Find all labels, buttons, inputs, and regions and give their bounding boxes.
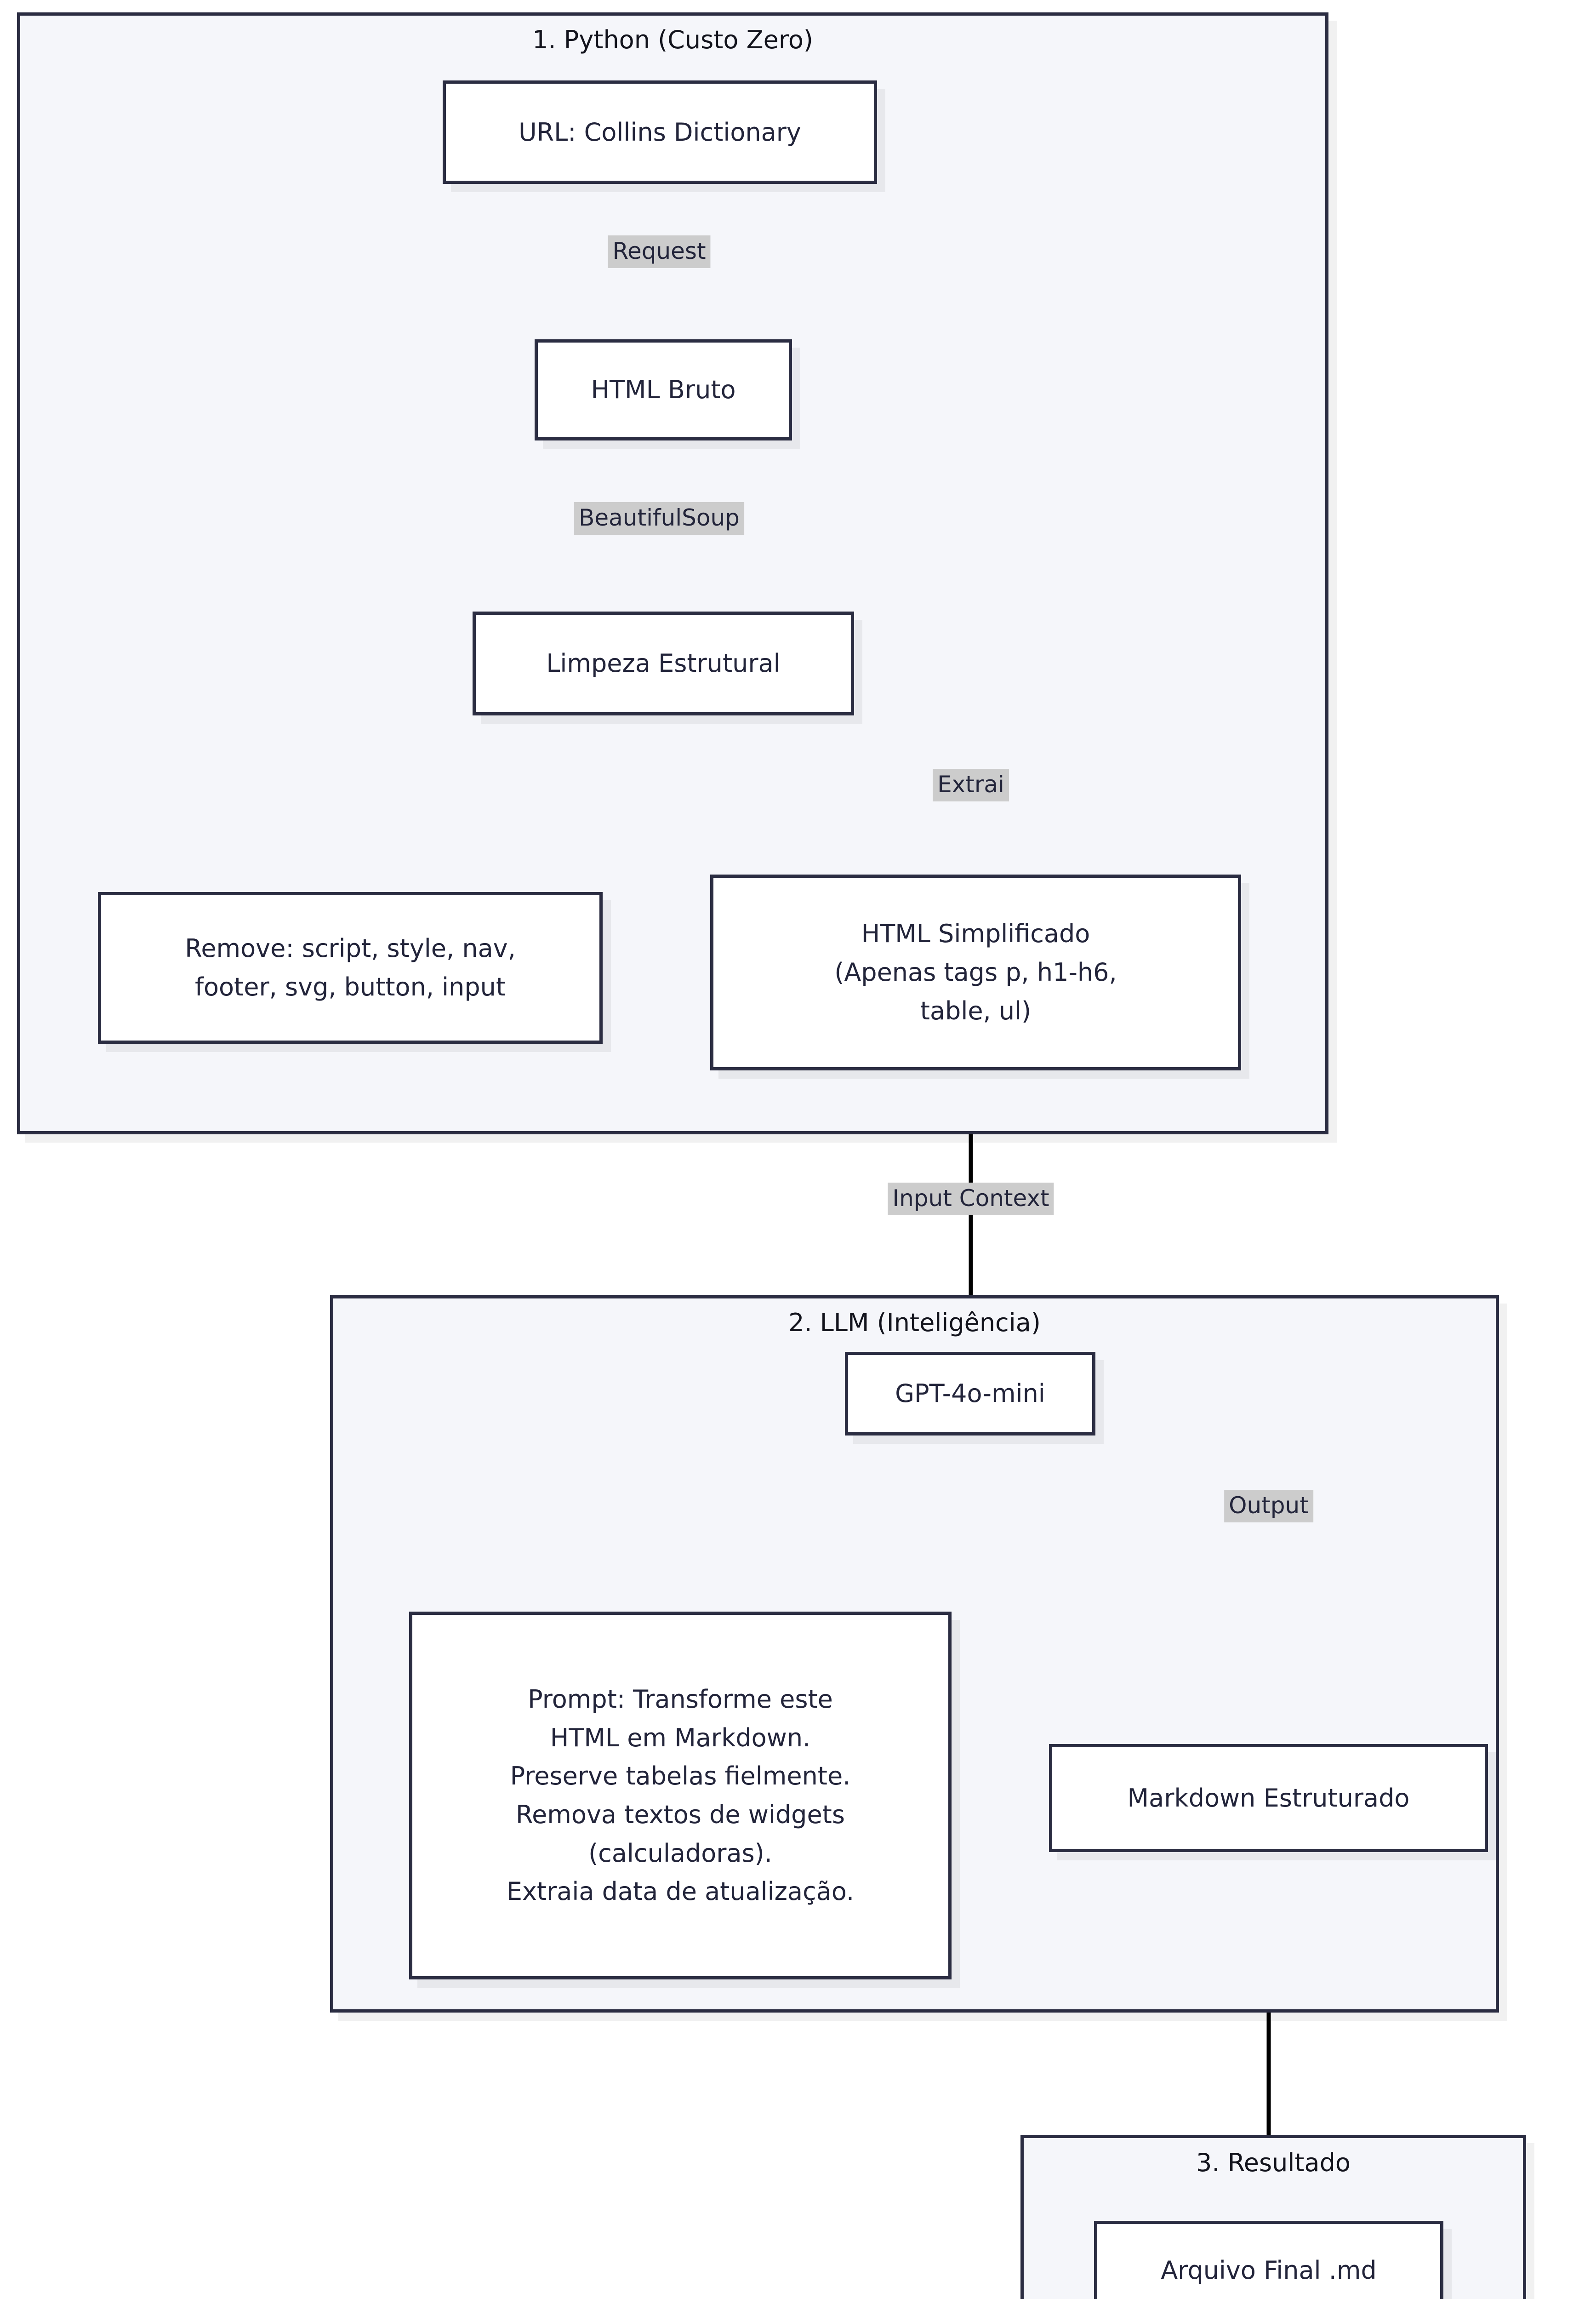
edge-label-beautifulsoup: BeautifulSoup — [574, 502, 744, 535]
node-prompt-line-0: Prompt: Transforme este — [528, 1684, 833, 1714]
node-arquivo-line-0: Arquivo Final .md — [1161, 2255, 1377, 2285]
node-prompt-line-4: (calculadoras). — [588, 1838, 772, 1868]
cluster-python-title: 1. Python (Custo Zero) — [532, 25, 813, 54]
node-limpeza-estrutural[interactable]: Limpeza Estrutural — [473, 612, 854, 715]
node-prompt-line-5: Extraia data de atualização. — [506, 1877, 855, 1906]
node-prompt-instructions[interactable]: Prompt: Transforme este HTML em Markdown… — [409, 1612, 952, 1979]
node-html-simplificado[interactable]: HTML Simplificado (Apenas tags p, h1-h6,… — [710, 875, 1241, 1070]
node-simplificado-line-1: (Apenas tags p, h1-h6, — [834, 958, 1117, 987]
cluster-llm-title: 2. LLM (Inteligência) — [788, 1308, 1041, 1337]
node-html-bruto-line-0: HTML Bruto — [591, 375, 736, 405]
node-gpt-line-0: GPT-4o-mini — [895, 1379, 1045, 1408]
node-markdown-line-0: Markdown Estruturado — [1127, 1783, 1410, 1813]
node-remove-line-0: Remove: script, style, nav, — [185, 934, 516, 963]
edge-label-input-context: Input Context — [888, 1183, 1054, 1215]
node-gpt-4o-mini[interactable]: GPT-4o-mini — [845, 1352, 1095, 1435]
node-prompt-line-1: HTML em Markdown. — [550, 1723, 811, 1752]
cluster-resultado-title: 3. Resultado — [1196, 2148, 1351, 2177]
node-prompt-line-2: Preserve tabelas fielmente. — [510, 1761, 851, 1791]
edge-label-output: Output — [1224, 1490, 1313, 1522]
node-url-collins-dictionary[interactable]: URL: Collins Dictionary — [443, 80, 877, 184]
node-prompt-line-3: Remova textos de widgets — [515, 1800, 845, 1829]
node-remove-tags[interactable]: Remove: script, style, nav, footer, svg,… — [98, 892, 603, 1044]
node-html-bruto[interactable]: HTML Bruto — [535, 339, 792, 440]
node-markdown-estruturado[interactable]: Markdown Estruturado — [1049, 1744, 1488, 1852]
node-arquivo-final-md[interactable]: Arquivo Final .md — [1094, 2221, 1443, 2299]
edge-label-extrai: Extrai — [933, 769, 1009, 801]
node-url-line-0: URL: Collins Dictionary — [519, 117, 801, 147]
node-limpeza-line-0: Limpeza Estrutural — [546, 649, 781, 678]
edge-label-request: Request — [608, 235, 711, 268]
node-simplificado-line-0: HTML Simplificado — [861, 919, 1090, 949]
node-simplificado-line-2: table, ul) — [920, 996, 1032, 1025]
node-remove-line-1: footer, svg, button, input — [194, 972, 506, 1001]
